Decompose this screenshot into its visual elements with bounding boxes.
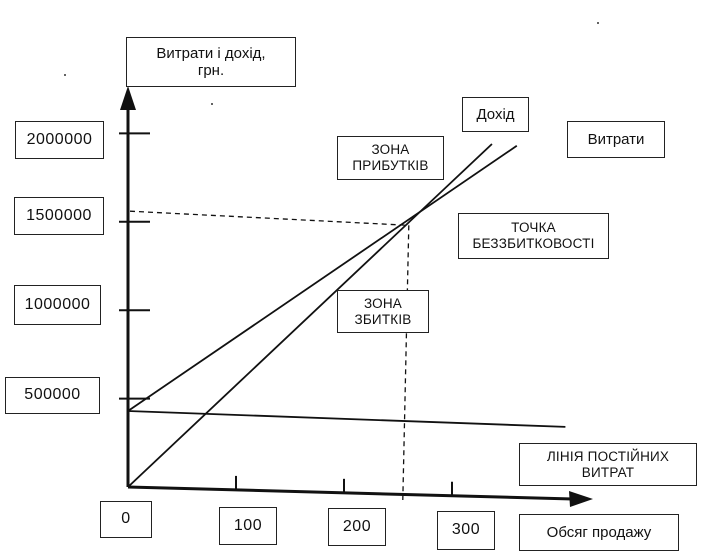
fixed-costs-line-label: ЛІНІЯ ПОСТІЙНИХ ВИТРАТ bbox=[519, 443, 697, 486]
x-tick-label-300: 300 bbox=[437, 511, 495, 550]
x-axis-line bbox=[127, 485, 574, 501]
x-axis-title: Обсяг продажу bbox=[519, 514, 679, 551]
series-line-costs bbox=[127, 145, 518, 412]
speck bbox=[597, 22, 599, 24]
x-tick-label-200: 200 bbox=[328, 508, 386, 546]
series-label-revenue: Дохід bbox=[462, 97, 529, 132]
loss-zone-label: ЗОНА ЗБИТКІВ bbox=[337, 290, 429, 333]
series-label-costs: Витрати bbox=[567, 121, 665, 158]
break-even-horizontal-guide bbox=[129, 210, 409, 226]
series-line-revenue bbox=[127, 143, 493, 488]
y-tick-label-1500000: 1500000 bbox=[14, 197, 104, 235]
x-tick-label-0: 0 bbox=[100, 501, 152, 538]
y-axis-arrowhead bbox=[120, 86, 136, 110]
break-even-vertical-guide bbox=[402, 225, 410, 501]
y-tick-label-1000000: 1000000 bbox=[14, 285, 101, 325]
x-axis-arrowhead bbox=[569, 491, 593, 507]
y-tick-label-2000000: 2000000 bbox=[15, 121, 104, 159]
profit-zone-label: ЗОНА ПРИБУТКІВ bbox=[337, 136, 444, 180]
y-tick-label-500000: 500000 bbox=[5, 377, 100, 414]
break-even-label: ТОЧКА БЕЗЗБИТКОВОСТІ bbox=[458, 213, 609, 259]
series-line-fixed-costs bbox=[127, 410, 566, 428]
speck bbox=[211, 103, 213, 105]
x-tick-label-100: 100 bbox=[219, 507, 277, 545]
speck bbox=[64, 74, 66, 76]
y-axis-title: Витрати і дохід, грн. bbox=[126, 37, 296, 87]
